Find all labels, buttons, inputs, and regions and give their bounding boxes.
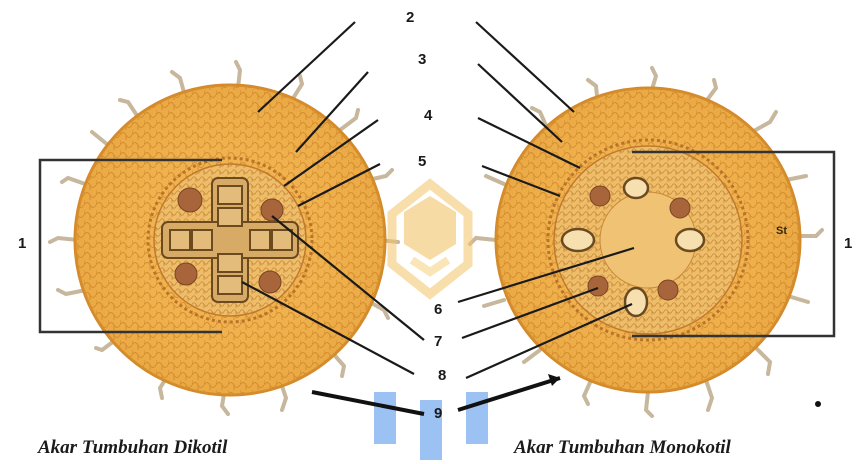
monocot-root <box>470 68 822 416</box>
caption-monocot: Akar Tumbuhan Monokotil <box>513 437 732 458</box>
label-4: 4 <box>424 107 433 124</box>
dot-mark <box>815 401 821 407</box>
label-8: 8 <box>438 367 446 384</box>
stele-label-st: St <box>776 225 787 237</box>
label-5: 5 <box>418 153 426 170</box>
label-9: 9 <box>434 405 442 422</box>
caption-dicot: Akar Tumbuhan Dikotil <box>37 437 228 458</box>
label-6: 6 <box>434 301 442 318</box>
dicot-root <box>50 62 398 414</box>
label-1-right: 1 <box>844 235 852 252</box>
label-7: 7 <box>434 333 442 350</box>
watermark-logo <box>374 184 488 460</box>
label-2: 2 <box>406 9 414 26</box>
label-3: 3 <box>418 51 426 68</box>
label-1-left: 1 <box>18 235 26 252</box>
